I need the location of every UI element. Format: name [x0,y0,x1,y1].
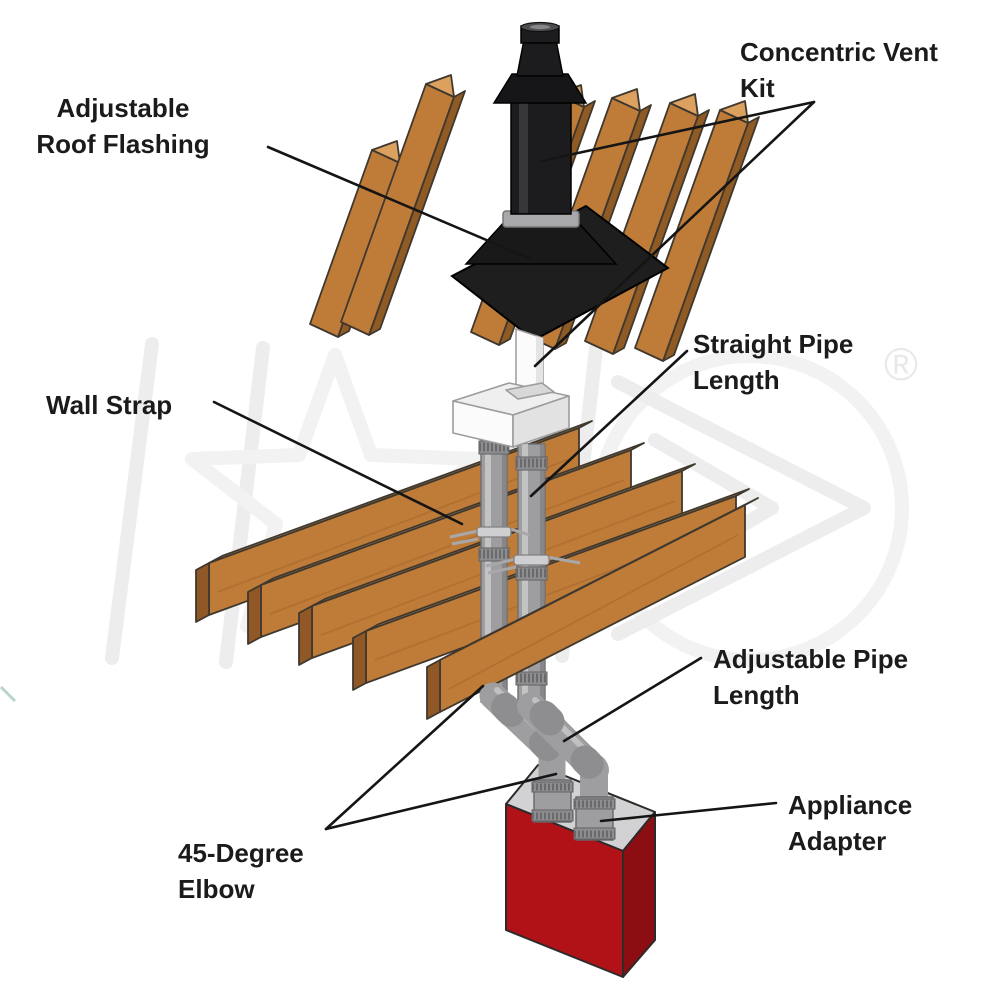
vent-cap-skirt [492,73,588,104]
label-straight-pipe-length: Straight Pipe Length [693,329,854,395]
pipe-coupling [478,547,510,562]
appliance-adapter-left [531,779,574,823]
vent-kit-body-side [512,395,570,448]
vent-cap-opening [530,24,550,30]
label-adjustable-roof-flashing: Adjustable Roof Flashing [36,93,210,159]
elbow-pipes [479,682,609,820]
label-appliance-adapter: Appliance Adapter [788,790,913,856]
vent-cap-cone [516,39,564,77]
label-adjustable-pipe-length: Adjustable Pipe Length [713,644,909,710]
wall-strap-left [449,526,531,546]
rafter [340,74,466,336]
watermark-registered-icon: ® [884,338,918,390]
pipe-coupling [515,566,548,581]
leader-appliance-adapter [599,801,778,823]
leader-concentric-kit-a [539,100,816,163]
leader-roof-flashing [266,145,533,261]
label-wall-strap: Wall Strap [46,390,173,420]
stray-tick-mark [0,685,17,703]
leader-wall-strap [212,400,464,526]
floor-joist-front [426,497,759,720]
leader-straight-pipe [529,349,689,498]
pipe-coupling [515,671,548,686]
label-concentric-vent-kit: Concentric Vent Kit [740,37,938,103]
leader-elbow-b [324,772,558,831]
wall-straps [449,526,581,575]
wall-strap-right [485,554,581,575]
appliance-adapter-right [573,796,616,841]
appliance-adapters [531,779,616,841]
vent-kit-body-notch [505,382,555,400]
label-45-degree-elbow: 45-Degree Elbow [178,838,304,904]
leader-elbow-a [324,684,485,831]
straight-pipe-white [515,327,544,393]
pipe-coupling [515,456,548,471]
roof-flashing [450,204,670,342]
watermark-left-slab [105,337,159,665]
leader-adjustable-pipe [562,656,703,743]
vent-kit-body [452,382,570,448]
vent-pipe-highlight [519,93,528,213]
appliance-side [622,811,656,978]
watermark-arrow-outer [611,375,871,641]
leader-lines [212,100,816,831]
leader-concentric-kit-b [533,100,816,368]
concentric-vent-pipe [492,21,588,228]
